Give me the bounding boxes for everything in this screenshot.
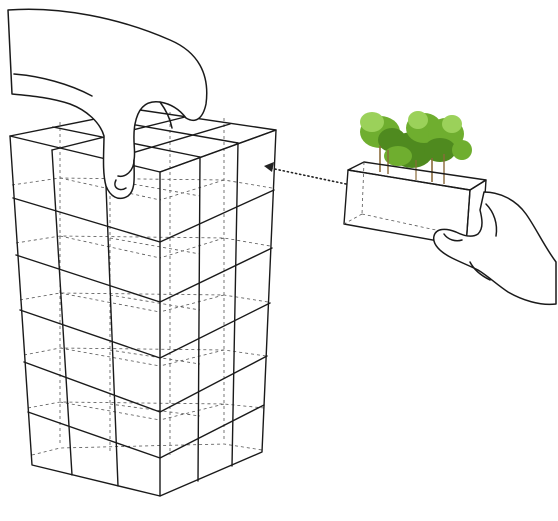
grid-tower <box>10 110 276 496</box>
dotted-arrow-icon <box>264 162 346 184</box>
right-hand-icon <box>434 192 556 304</box>
planter-box <box>344 162 486 246</box>
left-hand-icon <box>8 9 207 198</box>
tree-icon <box>360 111 472 184</box>
tower-visible-edges <box>10 110 276 496</box>
planter-module <box>344 111 486 246</box>
